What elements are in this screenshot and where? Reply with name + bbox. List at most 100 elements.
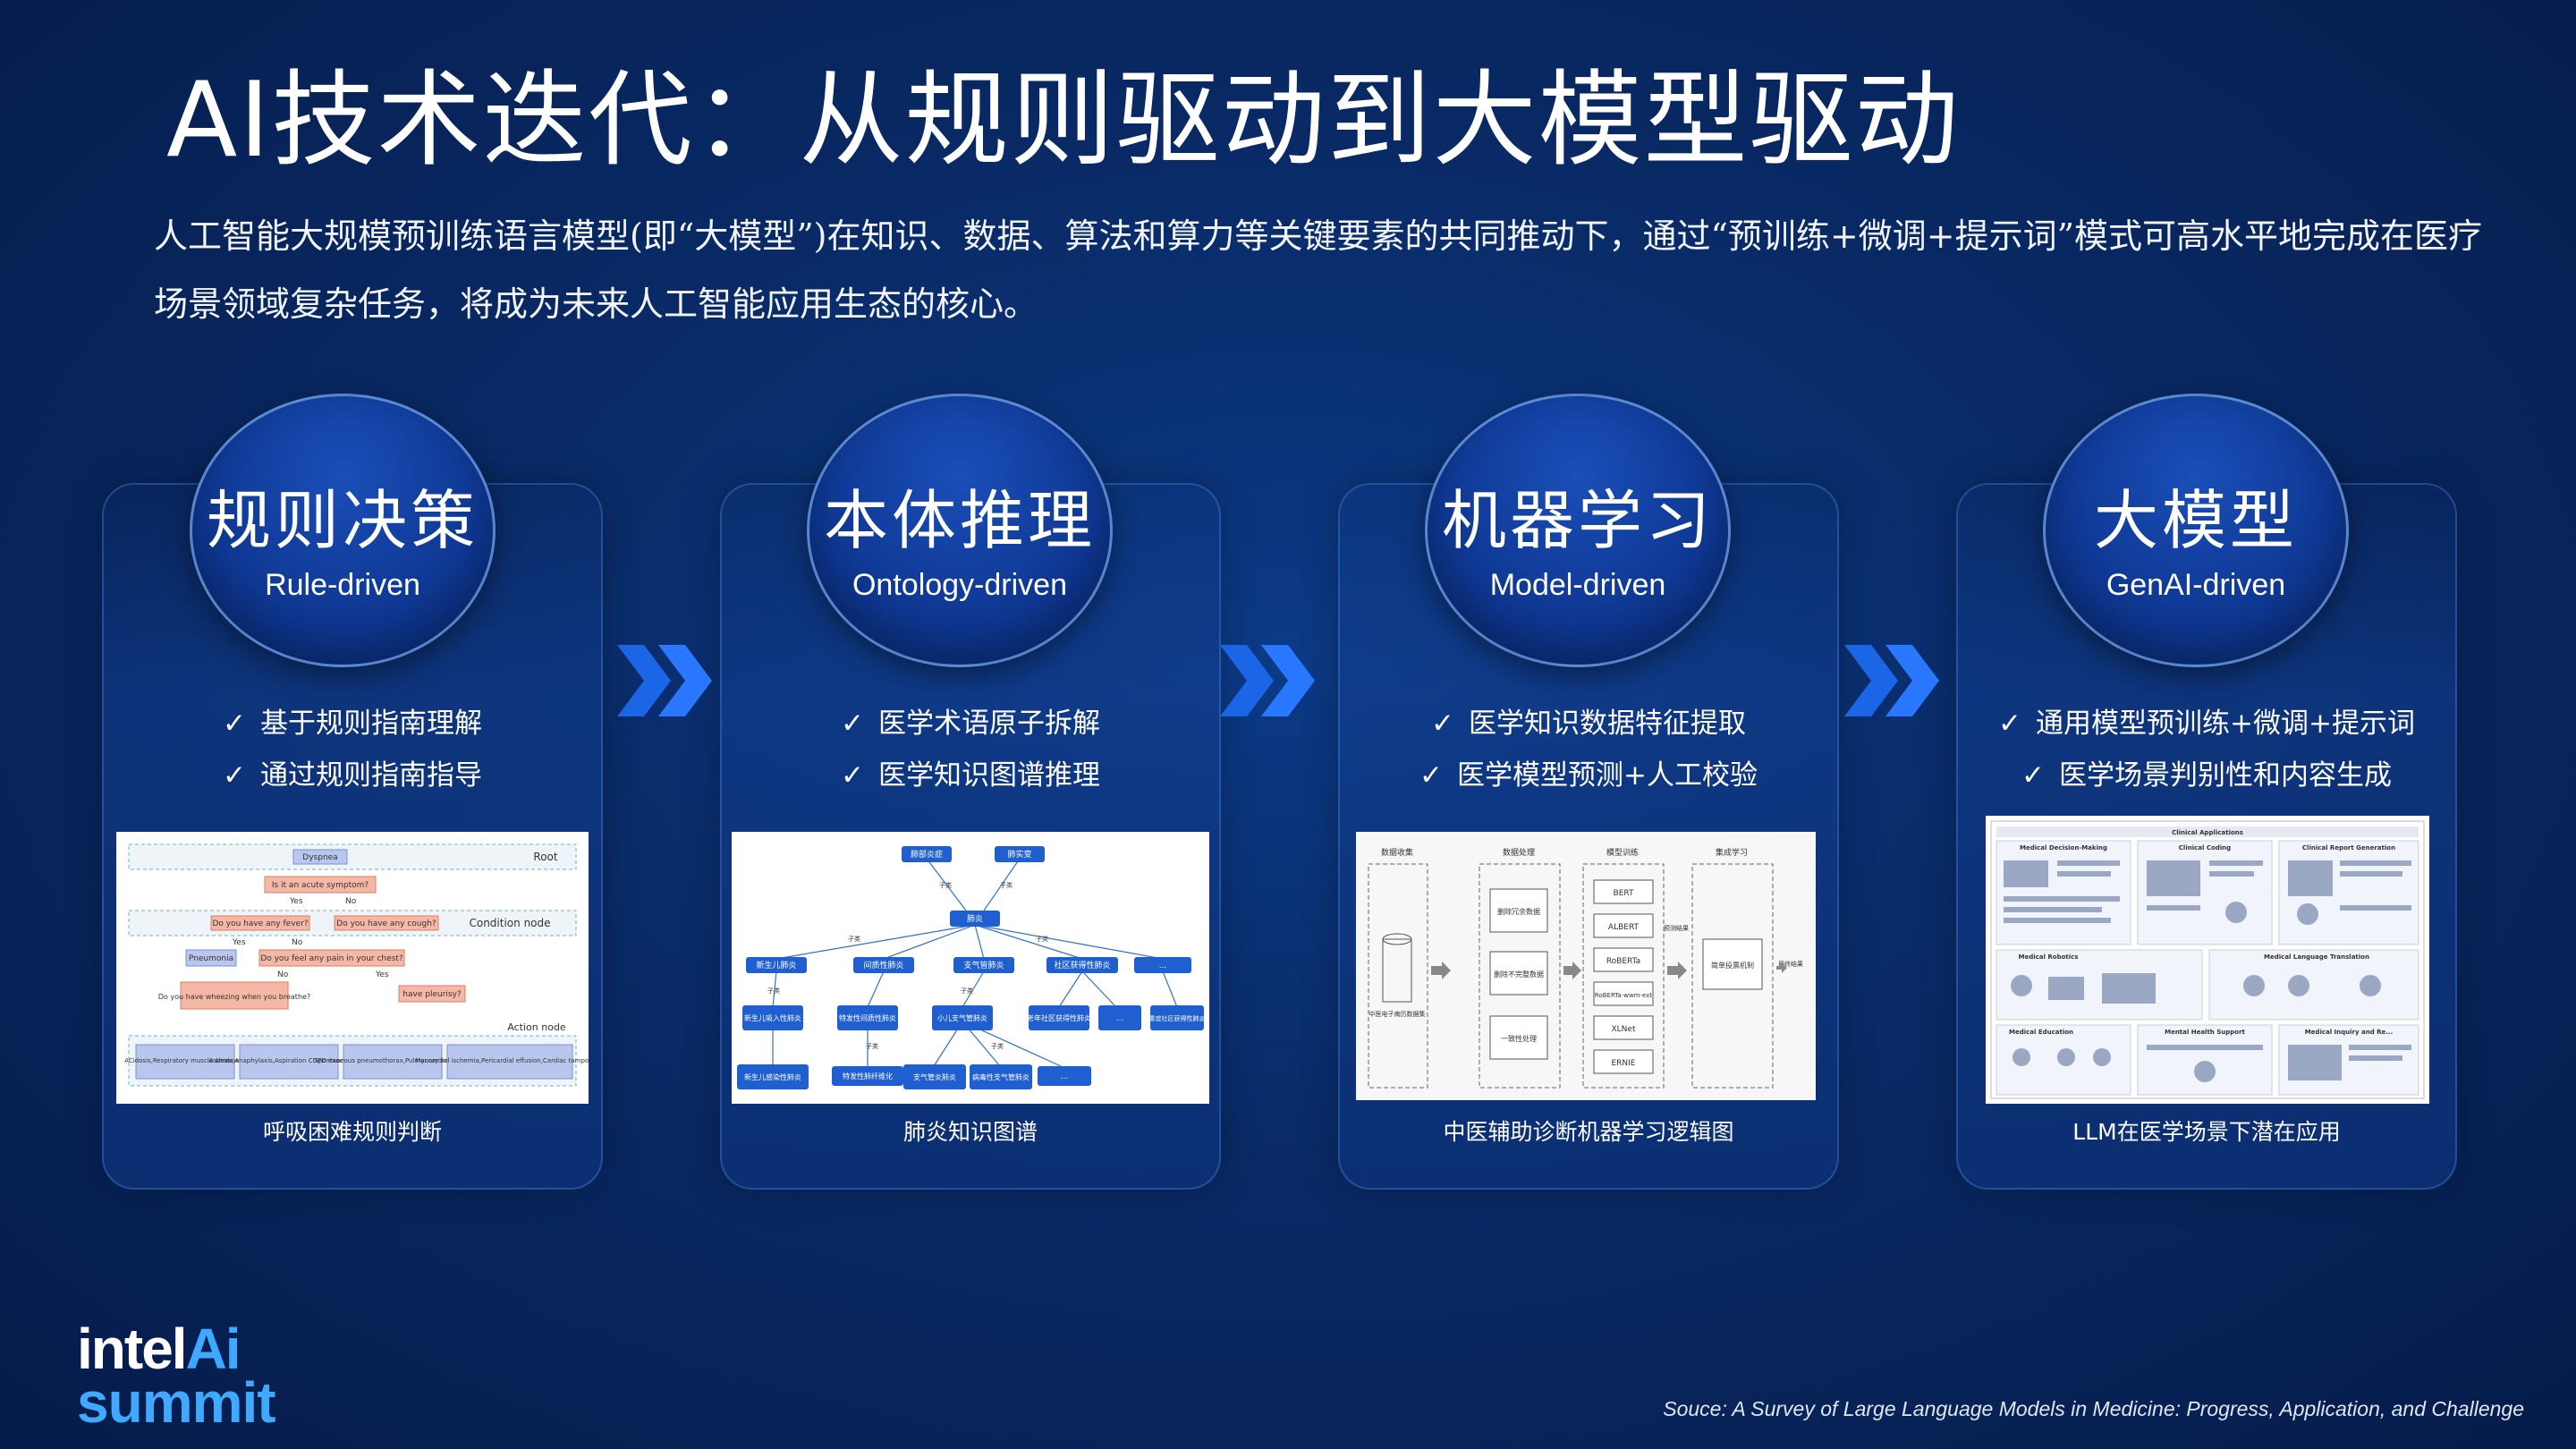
check-icon: ✓ — [1419, 759, 1443, 792]
svg-text:BERT: BERT — [1614, 889, 1634, 898]
svg-text:have pleurisy?: have pleurisy? — [402, 990, 462, 999]
svg-text:ALBERT: ALBERT — [1608, 923, 1640, 932]
bullet-item: ✓通过规则指南指导 — [223, 759, 482, 792]
svg-text:预测结果: 预测结果 — [1664, 924, 1689, 932]
check-icon: ✓ — [223, 759, 246, 792]
figure-caption: 肺炎知识图谱 — [902, 1119, 1038, 1145]
page-title: AI技术迭代：从规则驱动到大模型驱动 — [166, 60, 1961, 181]
svg-text:重症社区获得性肺炎: 重症社区获得性肺炎 — [1149, 1014, 1206, 1022]
svg-text:Pneumonia: Pneumonia — [189, 954, 233, 963]
svg-text:新生儿肺炎: 新生儿肺炎 — [756, 960, 796, 970]
stage-circle-rule: 规则决策 Rule-driven — [190, 394, 496, 667]
intel-ai-summit-logo: intelAi summit — [77, 1320, 276, 1435]
bullet-item: ✓医学知识数据特征提取 — [1431, 708, 1746, 740]
svg-text:子类: 子类 — [991, 1042, 1004, 1050]
svg-text:最终结果: 最终结果 — [1778, 960, 1803, 968]
svg-text:Action node: Action node — [507, 1021, 566, 1033]
svg-text:No: No — [277, 970, 289, 979]
svg-text:ERNIE: ERNIE — [1611, 1059, 1635, 1068]
stage-title: 大模型 — [2093, 483, 2298, 558]
logo-ai-text: Ai — [185, 1317, 242, 1381]
logo-intel-text: intel — [77, 1317, 188, 1381]
stage-bullets-rule: ✓基于规则指南理解 ✓通过规则指南指导 — [102, 698, 603, 801]
intro-paragraph: 人工智能大规模预训练语言模型(即“大模型”)在知识、数据、算法和算力等关键要素的… — [154, 216, 2483, 324]
chevron-right-icon — [1844, 645, 1939, 716]
stage-title: 机器学习 — [1441, 483, 1714, 558]
svg-text:删除冗余数据: 删除冗余数据 — [1497, 907, 1540, 916]
figure-ml-logic: 数据收集 数据处理 模型训练 集成学习 中医电子病历数据集 删除冗余数据 删除不… — [1356, 832, 1816, 1100]
svg-text:子类: 子类 — [939, 881, 952, 889]
svg-text:模型训练: 模型训练 — [1606, 847, 1639, 858]
svg-text:支气管肺炎: 支气管肺炎 — [963, 960, 1004, 970]
svg-text:一致性处理: 一致性处理 — [1501, 1034, 1537, 1043]
svg-text:Medical Education: Medical Education — [2009, 1029, 2073, 1036]
node-acute: Is it an acute symptom? — [272, 881, 369, 890]
bullet-item: ✓通用模型预训练+微调+提示词 — [1998, 708, 2415, 740]
svg-text:老年社区获得性肺炎: 老年社区获得性肺炎 — [1027, 1013, 1091, 1022]
svg-text:肺炎: 肺炎 — [967, 914, 983, 924]
svg-text:Do you have wheezing when you: Do you have wheezing when you breathe? — [158, 993, 310, 1001]
svg-text:Medical Inquiry and Re...: Medical Inquiry and Re... — [2305, 1029, 2394, 1036]
svg-text:病毒性支气管肺炎: 病毒性支气管肺炎 — [972, 1072, 1030, 1081]
check-icon: ✓ — [1998, 708, 2022, 740]
stage-bullets-genai: ✓通用模型预训练+微调+提示词 ✓医学场景判别性和内容生成 — [1956, 698, 2457, 801]
svg-text:Mental Health Support: Mental Health Support — [2165, 1029, 2245, 1036]
check-icon: ✓ — [223, 708, 246, 740]
svg-text:No: No — [292, 938, 303, 947]
svg-text:Medical Robotics: Medical Robotics — [2019, 953, 2079, 961]
chevron-right-icon — [617, 645, 712, 716]
stage-circle-genai: 大模型 GenAI-driven — [2043, 394, 2349, 667]
stage-title: 本体推理 — [823, 483, 1096, 558]
bullet-item: ✓医学知识图谱推理 — [841, 759, 1100, 792]
svg-text:Condition node: Condition node — [469, 917, 550, 929]
check-icon: ✓ — [841, 708, 864, 740]
svg-text:特发性肺纤维化: 特发性肺纤维化 — [843, 1072, 893, 1080]
svg-text:子类: 子类 — [1000, 881, 1013, 889]
svg-text:间质性肺炎: 间质性肺炎 — [863, 960, 903, 970]
svg-text:RoBERTa-wwm-ext: RoBERTa-wwm-ext — [1595, 992, 1652, 999]
figure-caption: 中医辅助诊断机器学习逻辑图 — [1443, 1119, 1734, 1145]
svg-text:简单投票机制: 简单投票机制 — [1711, 961, 1754, 970]
svg-text:Asthma,Anaphylaxis,Aspiration: Asthma,Anaphylaxis,Aspiration COPD exace… — [208, 1057, 369, 1064]
stage-subtitle: Ontology-driven — [852, 568, 1067, 602]
stage-subtitle: GenAI-driven — [2106, 568, 2286, 602]
logo-summit-text: summit — [77, 1370, 276, 1435]
bullet-item: ✓医学场景判别性和内容生成 — [2021, 759, 2392, 792]
svg-text:ACidosis,Respiratory muscle we: ACidosis,Respiratory muscle weakness — [124, 1057, 246, 1064]
bullet-item: ✓医学模型预测+人工校验 — [1419, 759, 1758, 792]
stage-subtitle: Rule-driven — [265, 568, 420, 602]
chevron-right-icon — [1220, 645, 1315, 716]
svg-text:子类: 子类 — [866, 1042, 878, 1050]
svg-text:数据处理: 数据处理 — [1503, 847, 1535, 858]
svg-text:新生儿吸入性肺炎: 新生儿吸入性肺炎 — [744, 1013, 801, 1022]
stage-title: 规则决策 — [206, 483, 479, 558]
svg-text:Do you have any cough?: Do you have any cough? — [336, 919, 436, 928]
svg-text:RoBERTa: RoBERTa — [1606, 957, 1640, 966]
svg-text:小儿支气管肺炎: 小儿支气管肺炎 — [937, 1013, 987, 1022]
svg-text:集成学习: 集成学习 — [1716, 847, 1748, 858]
svg-text:Yes: Yes — [232, 938, 246, 947]
svg-text:肺部炎症: 肺部炎症 — [911, 849, 943, 860]
svg-text:No: No — [345, 897, 357, 906]
figure-llm-applications: Clinical Applications Medical Decision-M… — [1986, 816, 2429, 1104]
label-root: Root — [533, 851, 557, 863]
stage-circle-ontology: 本体推理 Ontology-driven — [807, 394, 1113, 667]
svg-text:Medical Decision-Making: Medical Decision-Making — [2020, 844, 2107, 852]
bullet-item: ✓基于规则指南理解 — [223, 708, 482, 740]
svg-text:Myocardial ischemia,Pericardia: Myocardial ischemia,Pericardial effusion… — [415, 1057, 589, 1064]
stage-circle-model: 机器学习 Model-driven — [1425, 394, 1731, 667]
figure-rule-decision-tree: Dyspnea Root Is it an acute symptom? Yes… — [116, 832, 589, 1104]
stage-bullets-model: ✓医学知识数据特征提取 ✓医学模型预测+人工校验 — [1338, 698, 1839, 801]
svg-text:中医电子病历数据集: 中医电子病历数据集 — [1369, 1010, 1426, 1018]
svg-text:Medical Language Translation: Medical Language Translation — [2264, 953, 2369, 961]
node-dyspnea: Dyspnea — [302, 853, 337, 862]
svg-text:支气管炎肺炎: 支气管炎肺炎 — [913, 1072, 956, 1081]
svg-text:Clinical Applications: Clinical Applications — [2172, 829, 2243, 836]
svg-text:Spontaneous pneumothorax,Pulmo: Spontaneous pneumothorax,Pulmonary embol… — [314, 1057, 471, 1064]
svg-text:Clinical Coding: Clinical Coding — [2179, 844, 2231, 852]
svg-text:子类: 子类 — [1036, 935, 1048, 943]
svg-text:Do you have any fever?: Do you have any fever? — [212, 919, 308, 928]
check-icon: ✓ — [2021, 759, 2045, 792]
svg-text:子类: 子类 — [848, 935, 860, 943]
svg-text:Yes: Yes — [375, 970, 389, 979]
